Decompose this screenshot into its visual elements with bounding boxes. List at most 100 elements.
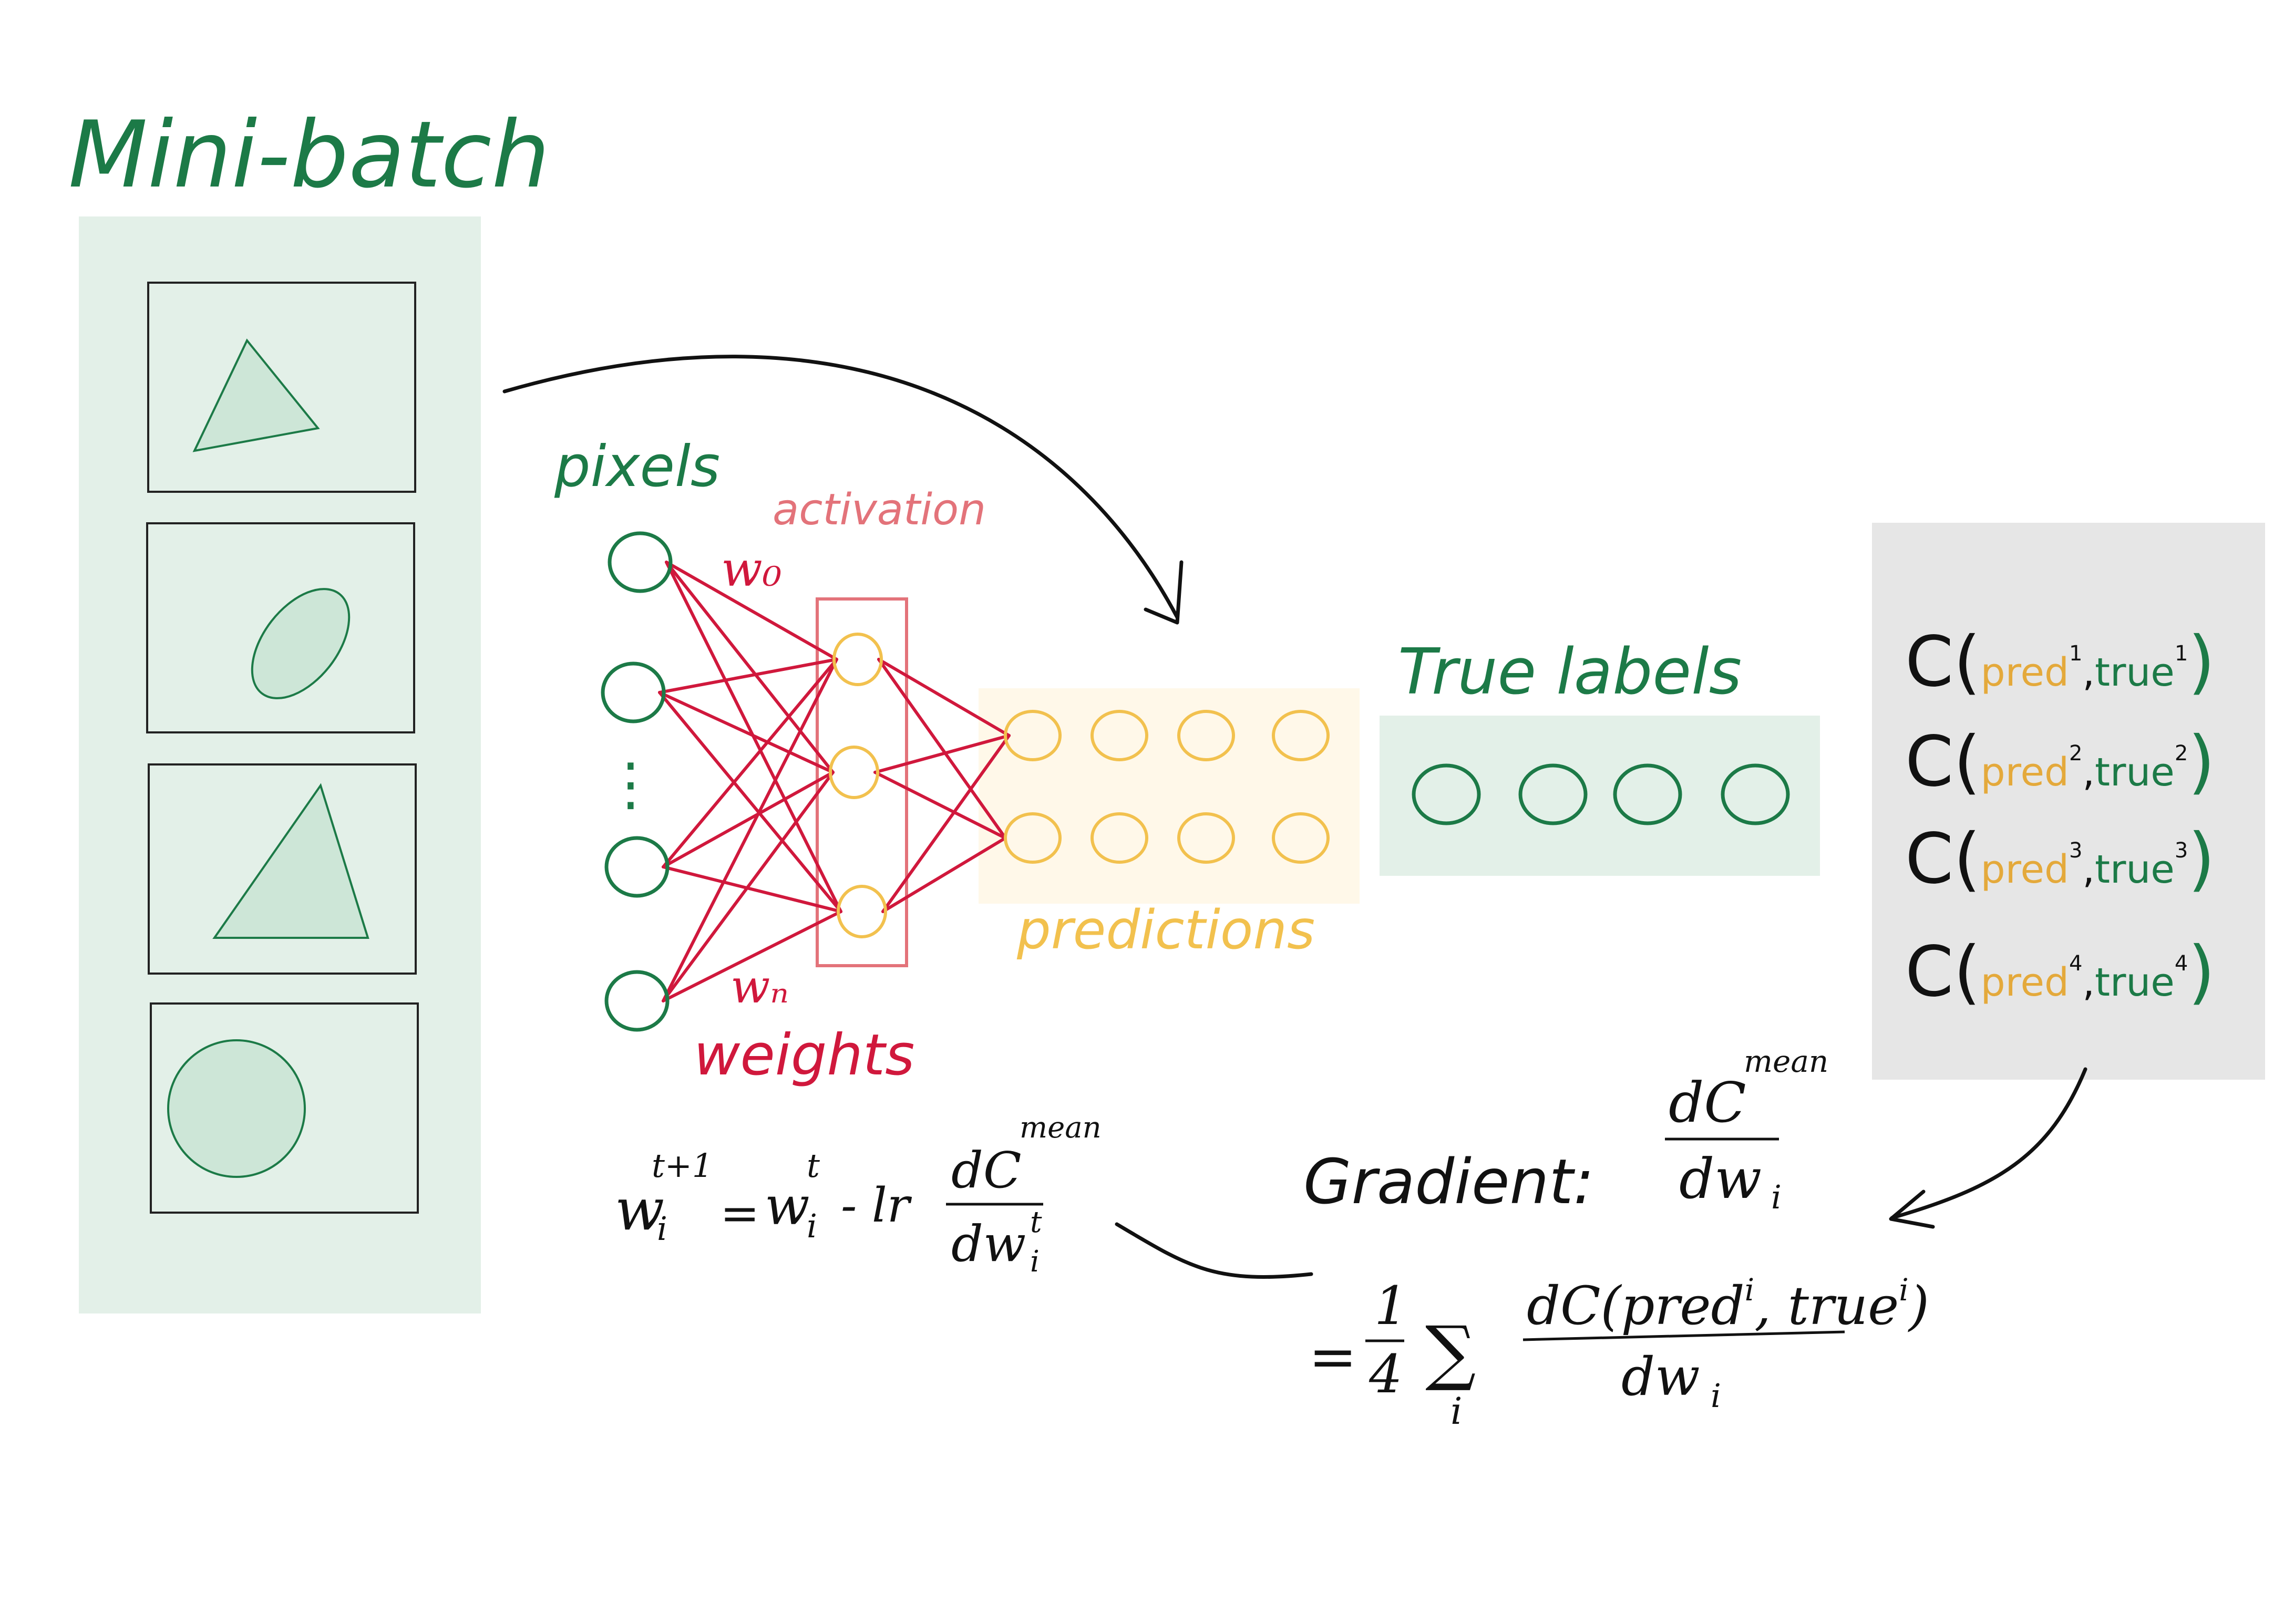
cost-pred-index: 4 [2069,951,2082,976]
image-frame [146,522,415,733]
cost-pred-index: 1 [2069,642,2082,666]
prediction-node [1091,710,1148,761]
network-edges [658,561,1011,1002]
term-numerator-start: dC(pred [1527,1275,1745,1337]
input-hidden-edge [658,691,835,774]
image-frame [150,1002,419,1214]
cost-close: ) [2188,932,2215,1012]
triangle-shape [212,783,369,939]
update-den-sub: i [1030,1245,1040,1279]
ellipse-shape [251,588,351,699]
input-hidden-edge [662,771,835,868]
true-label-node [1613,763,1682,825]
prediction-nodes [1004,710,1330,864]
cost-term: C(pred1,true1) [1905,622,2215,702]
triangle-shape [192,338,320,452]
cost-true: true [2095,847,2175,892]
cost-to-gradient-arrow [1890,1067,2087,1220]
arrowhead [1889,1189,1935,1229]
cost-function: C( [1905,932,1981,1012]
input-hidden-edge [665,561,838,661]
quarter-numerator: 1 [1374,1275,1408,1337]
term-numerator-mid: , true [1754,1275,1899,1337]
activation-label: activation [773,485,986,535]
input-hidden-edge [658,658,838,694]
prediction-node [1091,812,1148,864]
term-denominator-sub: i [1711,1377,1721,1415]
cost-true-index: 4 [2175,951,2188,976]
term-numerator: dC(predi, truei) [1527,1272,1929,1337]
input-hidden-edge [662,910,842,1002]
cost-true-index: 2 [2175,741,2188,766]
cost-pred-index: 3 [2069,839,2082,863]
hidden-node [829,746,879,799]
fraction-bar [1523,1330,1845,1341]
true-label-node [1721,763,1790,825]
hidden-output-edge [873,771,1007,840]
cost-pred: pred [1981,750,2069,795]
true-labels-panel [1380,716,1820,876]
prediction-node [1272,710,1330,761]
cost-function: C( [1905,721,1981,802]
cost-pred: pred [1981,960,2069,1005]
cost-comma: , [2082,960,2095,1005]
term-denominator: dw [1621,1346,1700,1408]
update-sub-i: i [657,1209,667,1248]
cost-term: C(pred2,true2) [1905,721,2215,802]
hidden-output-edge [881,836,1007,913]
input-node [604,836,670,898]
input-hidden-edge [662,865,842,913]
update-equals: = [720,1186,759,1241]
input-node [601,661,666,723]
hidden-output-edge [873,734,1011,774]
hidden-output-edge [877,658,1007,840]
input-node [604,970,670,1032]
hidden-node [832,633,883,686]
hidden-node [837,885,887,938]
update-numerator-sup: mean [1020,1111,1102,1145]
image-frame [148,763,417,975]
cost-pred: pred [1981,650,2069,695]
gradient-formula: Gradient: dC mean dw i = 1 4 ∑ i dC(pred… [1303,1043,1929,1433]
minibatch-image-4 [150,1002,419,1214]
gradient-label: Gradient: [1303,1145,1594,1218]
image-frame [147,282,416,493]
predictions-label: predictions [1016,899,1315,961]
minibatch-image-1 [147,282,416,493]
input-hidden-edge [665,561,835,774]
cost-term: C(pred3,true3) [1905,819,2215,899]
cost-pred: pred [1981,847,2069,892]
minibatch-image-3 [148,763,417,975]
sum-symbol: ∑ [1425,1311,1476,1393]
wn-label: wₙ [731,959,789,1013]
circle-shape [167,1039,306,1178]
true-labels-title: True labels [1398,636,1742,709]
gradient-equals: = [1309,1323,1357,1390]
update-minus-lr: - lr [841,1178,912,1233]
hidden-output-edge [877,658,1011,737]
term-sup-i: i [1745,1272,1755,1308]
cost-close: ) [2188,721,2215,802]
cost-rows: C(pred1,true1)C(pred2,true2)C(pred3,true… [1905,622,2215,1012]
cost-comma: , [2082,650,2095,695]
true-label-node [1412,763,1481,825]
input-hidden-edge [662,771,835,1002]
term-sup-i: i [1899,1272,1909,1308]
prediction-node [1272,812,1330,864]
hidden-nodes [829,633,887,938]
cost-comma: , [2082,750,2095,795]
prediction-node [1177,812,1235,864]
cost-function: C( [1905,622,1981,702]
cost-true-index: 3 [2175,839,2188,863]
update-denominator: dw [951,1215,1026,1273]
cost-close: ) [2188,819,2215,899]
minibatch-image-2 [146,522,415,733]
true-label-node [1518,763,1588,825]
update-rule: w t+1 i = w t i - lr dC mean dw t i [615,1111,1102,1279]
update-w: w [615,1176,664,1243]
input-ellipsis: ⋮ [602,750,660,818]
w0-label: w₀ [721,541,782,597]
cost-panel [1872,523,2265,1080]
